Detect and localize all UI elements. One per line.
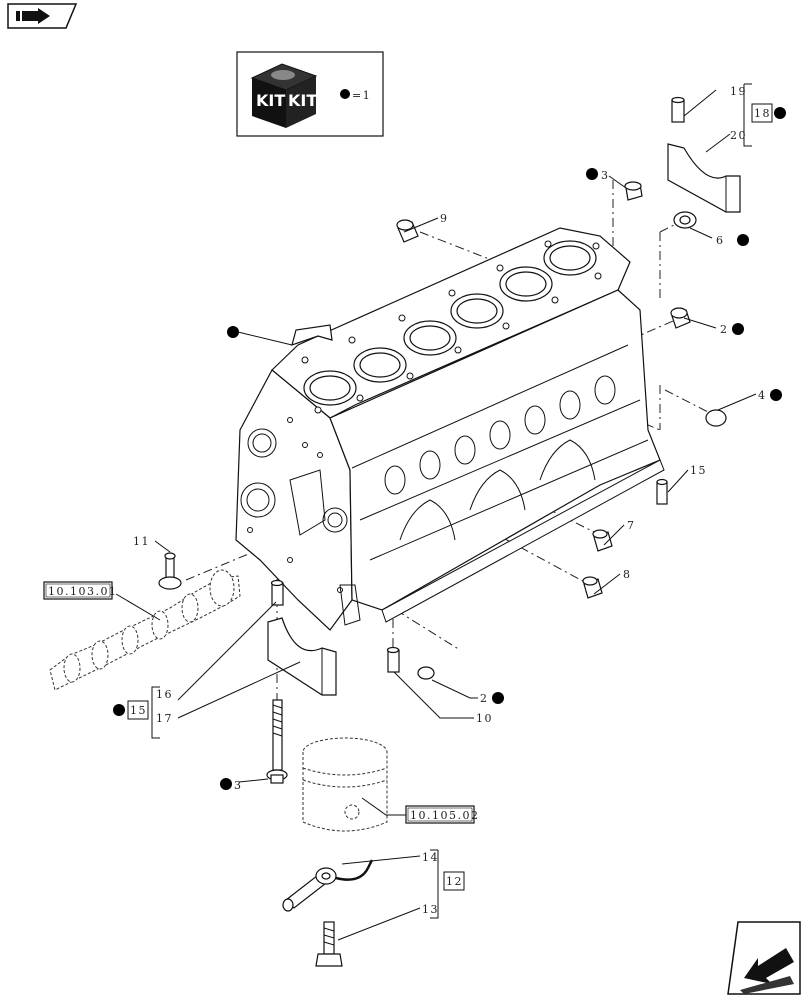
next-page-arrow-icon[interactable] xyxy=(727,921,801,995)
plug-2-lower xyxy=(417,666,435,680)
plug-9 xyxy=(396,219,419,243)
callout-20: 20 xyxy=(730,129,747,142)
piston xyxy=(302,737,388,832)
callout-6-dot xyxy=(737,234,749,246)
screw-8 xyxy=(582,576,603,599)
callout-3-top: 3 xyxy=(601,169,610,182)
callout-19: 19 xyxy=(730,85,747,98)
block-kit-dot xyxy=(227,326,239,338)
ref-box-camshaft[interactable]: 10.103.01 xyxy=(43,581,117,600)
callout-2-upper-dot xyxy=(732,323,744,335)
bolt-11 xyxy=(158,552,182,590)
callout-8: 8 xyxy=(623,568,632,581)
sleeve-6 xyxy=(673,211,697,229)
dowel-10 xyxy=(386,646,400,673)
cylinder-bores xyxy=(303,240,597,406)
callout-11: 11 xyxy=(133,535,150,548)
callout-3-bottom-dot xyxy=(220,778,232,790)
callout-18-box xyxy=(751,103,773,123)
deck-holes xyxy=(301,240,602,414)
dowel-16 xyxy=(270,579,284,606)
kit-box-icon: KIT KIT xyxy=(250,63,317,128)
callout-17: 17 xyxy=(156,712,173,725)
plug-3-top xyxy=(624,181,643,201)
callout-10: 10 xyxy=(476,712,493,725)
engine-block xyxy=(235,227,665,631)
callout-15-box-dot xyxy=(113,704,125,716)
kit-label-left: KIT xyxy=(256,91,285,110)
bearing-cap-17 xyxy=(267,617,337,696)
callout-12-box xyxy=(443,871,465,891)
bolt-3-bottom xyxy=(266,699,288,784)
callout-16: 16 xyxy=(156,688,173,701)
callout-2-lower-dot xyxy=(492,692,504,704)
callout-2-lower: 2 xyxy=(480,692,489,705)
callout-3-bottom: 3 xyxy=(234,779,243,792)
callout-12: 12 xyxy=(446,875,463,888)
camshaft xyxy=(49,569,241,691)
callout-15: 15 xyxy=(690,464,707,477)
legend-dot xyxy=(340,89,350,99)
callout-15-boxed: 15 xyxy=(130,704,147,717)
callout-4: 4 xyxy=(758,389,767,402)
plug-4 xyxy=(705,409,727,427)
screw-13 xyxy=(315,921,343,967)
dowel-15 xyxy=(656,478,668,505)
callout-13: 13 xyxy=(422,903,439,916)
ref-camshaft-label: 10.103.01 xyxy=(48,585,117,598)
callout-9: 9 xyxy=(440,212,449,225)
page-navigation-icon[interactable] xyxy=(7,3,78,29)
callout-18: 18 xyxy=(754,107,771,120)
callout-labels: 9 3 6 2 4 15 7 8 2 10 11 19 20 18 xyxy=(113,83,786,919)
oil-jet-14 xyxy=(282,859,374,912)
callout-4-dot xyxy=(770,389,782,401)
bearing-cap-20 xyxy=(667,143,741,213)
kit-legend: KIT KIT =1 xyxy=(236,51,384,137)
leader-lines xyxy=(115,89,757,941)
callout-2-upper: 2 xyxy=(720,323,729,336)
callout-14: 14 xyxy=(422,851,439,864)
plug-2-upper xyxy=(670,307,691,329)
screw-7 xyxy=(592,529,613,552)
block-front-details xyxy=(240,417,361,626)
callout-6: 6 xyxy=(716,234,725,247)
callout-18-dot xyxy=(774,107,786,119)
ref-box-piston[interactable]: 10.105.02 xyxy=(405,805,479,824)
callout-7: 7 xyxy=(627,519,636,532)
ref-piston-label: 10.105.02 xyxy=(410,809,479,822)
callout-15-box xyxy=(127,700,149,720)
kit-label-right: KIT xyxy=(288,91,317,110)
legend-equals-one: =1 xyxy=(352,89,371,102)
block-side-details xyxy=(351,344,649,561)
callout-3-top-dot xyxy=(586,168,598,180)
dowel-19 xyxy=(671,96,685,123)
